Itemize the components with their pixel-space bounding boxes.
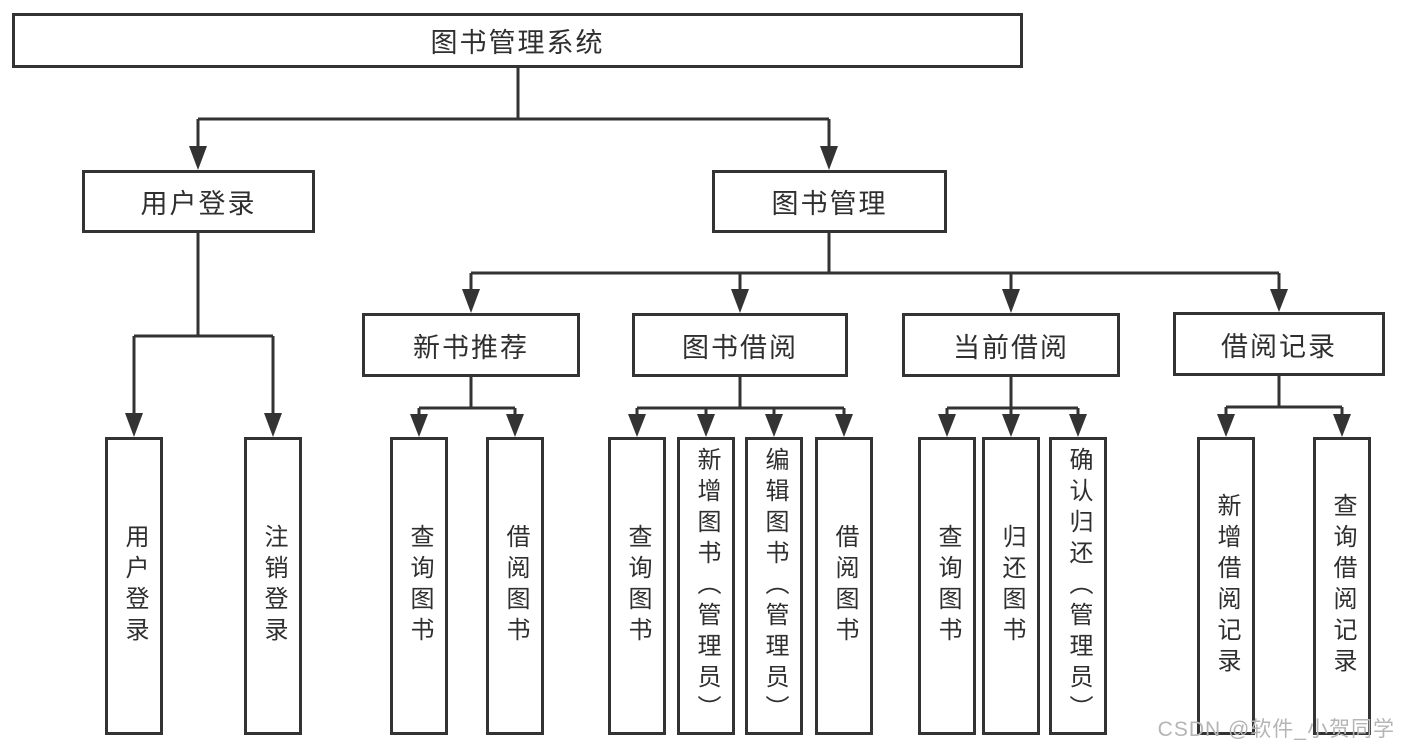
connector-bookmgmt-to-level3 <box>462 233 1288 313</box>
node-borrowing-records: 借阅记录 <box>1173 312 1385 376</box>
node-book-management-group: 图书管理 <box>712 170 947 233</box>
leaf-user-login: 用户登录 <box>105 437 163 735</box>
leaf-borrow-books-newbook: 借阅图书 <box>486 437 544 735</box>
leaf-logout: 注销登录 <box>244 437 302 735</box>
connector-root-to-level2 <box>189 68 838 170</box>
leaf-return-books: 归还图书 <box>982 437 1040 735</box>
leaf-add-books-admin: 新增图书（管理员） <box>677 437 735 735</box>
leaf-borrow-books-borrowing: 借阅图书 <box>815 437 873 735</box>
node-current-borrowing: 当前借阅 <box>902 313 1120 377</box>
connector-currentborrow-to-leaves <box>938 377 1087 437</box>
connector-bookborrow-to-leaves <box>628 377 853 437</box>
leaf-query-books-borrowing: 查询图书 <box>608 437 666 735</box>
leaf-add-borrow-record: 新增借阅记录 <box>1197 437 1255 735</box>
node-book-borrowing: 图书借阅 <box>632 313 848 377</box>
leaf-query-books-current: 查询图书 <box>918 437 976 735</box>
node-root-library-management-system: 图书管理系统 <box>12 13 1023 68</box>
node-new-book-recommendation: 新书推荐 <box>362 313 580 377</box>
leaf-confirm-return-admin: 确认归还（管理员） <box>1049 437 1107 735</box>
leaf-query-borrow-record: 查询借阅记录 <box>1313 437 1371 735</box>
connector-borrowrecord-to-leaves <box>1217 376 1351 437</box>
leaf-edit-books-admin: 编辑图书（管理员） <box>745 437 803 735</box>
connector-userlogin-to-leaves <box>125 233 282 437</box>
leaf-query-books-newbook: 查询图书 <box>390 437 448 735</box>
connector-newbook-to-leaves <box>410 377 524 437</box>
csdn-watermark: CSDN @软件_小贺同学 <box>1157 718 1395 741</box>
node-user-login-group: 用户登录 <box>82 170 315 233</box>
